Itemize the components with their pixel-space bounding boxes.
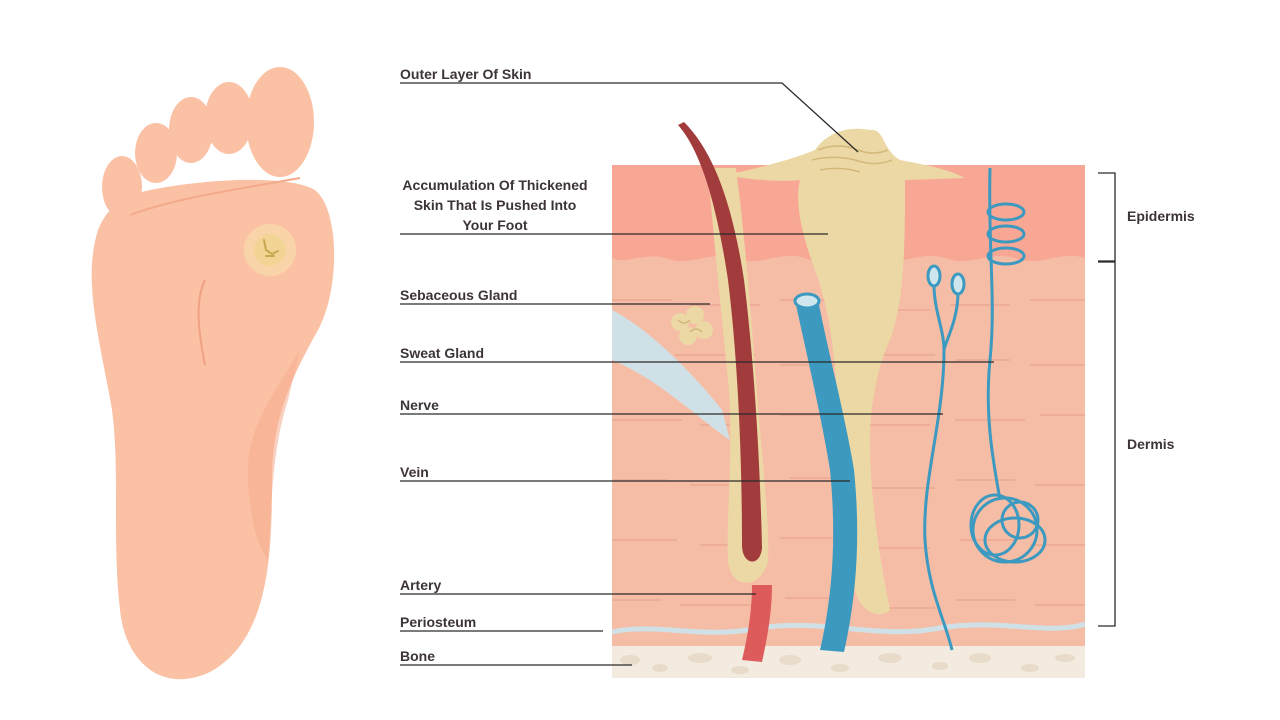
label-bone: Bone (400, 648, 435, 664)
label-accumulation-line3: Your Foot (462, 217, 527, 233)
subcutaneous-pale-region (612, 310, 730, 440)
skin-cross-section (612, 122, 1085, 678)
bracket-dermis (1098, 261, 1116, 627)
vein-vessel (796, 300, 858, 652)
hair-shaft (678, 122, 762, 562)
fourth-toe (135, 123, 177, 183)
corn-surface-lines (811, 145, 893, 173)
sebaceous-gland (671, 306, 713, 345)
bracket-epidermis (1098, 172, 1116, 262)
sole-crease (197, 279, 206, 366)
corn-thickened-skin (725, 128, 965, 615)
nerve-fiber (923, 264, 966, 651)
big-toe (246, 67, 314, 177)
label-dermis: Dermis (1127, 436, 1175, 452)
region-brackets: Epidermis Dermis (1098, 172, 1195, 627)
label-artery: Artery (400, 577, 441, 593)
label-periosteum: Periosteum (400, 614, 476, 630)
label-accumulation-line2: Skin That Is Pushed Into (414, 197, 577, 213)
toe-crease (129, 177, 301, 216)
third-toe (169, 97, 213, 163)
label-epidermis: Epidermis (1127, 208, 1195, 224)
sweat-gland (969, 167, 1047, 564)
foot-corn-crack (263, 239, 279, 257)
label-sweat-gland: Sweat Gland (400, 345, 484, 361)
vein-opening (793, 292, 821, 310)
foot-illustration (91, 67, 335, 680)
leader-outer-layer (400, 82, 859, 153)
labels: Outer Layer Of Skin Accumulation Of Thic… (400, 66, 588, 664)
label-vein: Vein (400, 464, 429, 480)
artery-vessel (742, 585, 772, 662)
bone-layer (612, 646, 1085, 678)
label-outer-layer: Outer Layer Of Skin (400, 66, 531, 82)
foot-arch-shade (247, 350, 300, 560)
foot-sole (91, 179, 335, 680)
label-accumulation-line1: Accumulation Of Thickened (402, 177, 587, 193)
label-sebaceous-gland: Sebaceous Gland (400, 287, 517, 303)
periosteum-layer (612, 621, 1085, 635)
bone-texture (620, 653, 1075, 674)
second-toe (205, 82, 253, 154)
foot-corn (254, 234, 286, 266)
leader-lines (400, 82, 994, 666)
label-nerve: Nerve (400, 397, 439, 413)
